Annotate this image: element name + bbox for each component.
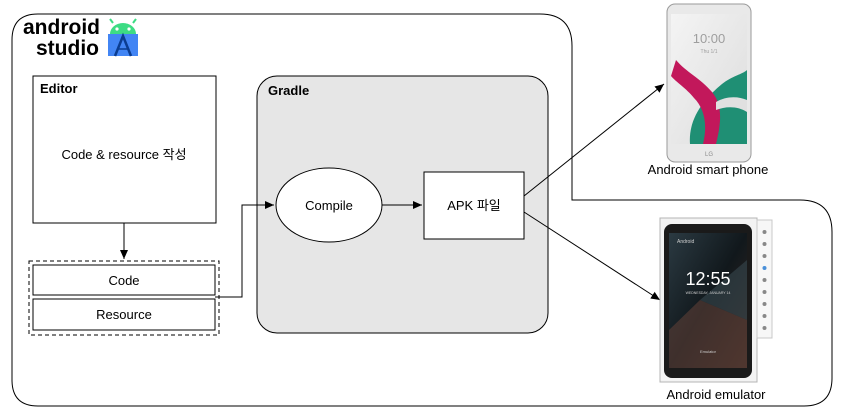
smartphone-image: 10:00 Thu 1/1 LG [666,3,752,163]
arrow-apk-to-phone [523,83,665,197]
emulator-bottom-label: Emulator [700,349,717,354]
android-studio-logo: android studio [23,16,138,60]
phone-clock: 10:00 [693,31,726,46]
arrow-sources-to-compile [215,201,274,298]
emulator-rotate-icon [762,266,767,270]
compile-label: Compile [305,198,353,213]
android-studio-frame [11,13,833,407]
resource-label: Resource [96,307,152,322]
code-label: Code [108,273,139,288]
emulator-power-icon [762,230,767,234]
emulator-home-icon [762,314,767,318]
emulator-clock: 12:55 [685,269,730,289]
emulator-back-icon [762,302,767,306]
emulator-volume-up-icon [762,242,767,246]
arrow-apk-to-emulator [523,211,661,301]
gradle-title: Gradle [268,83,309,98]
apk-box [423,171,525,240]
emulator-top-label: Android [677,239,694,245]
editor-box [32,75,217,224]
emulator-caption: Android emulator [667,387,767,402]
emulator-zoom-icon [762,290,767,294]
code-box [32,264,216,296]
phone-date: Thu 1/1 [701,49,718,55]
android-studio-icon [108,18,138,57]
logo-text-android: android [23,16,100,39]
phone-caption: Android smart phone [648,162,769,177]
phone-brand: LG [705,152,713,158]
emulator-image: Android 12:55 WEDNESDAY, JANUARY 14 Emul… [659,217,773,383]
emulator-camera-icon [762,278,767,282]
emulator-date: WEDNESDAY, JANUARY 14 [686,291,731,295]
emulator-volume-down-icon [762,254,767,258]
editor-title: Editor [40,81,78,96]
editor-body: Code & resource 작성 [61,147,186,162]
apk-label: APK 파일 [447,198,501,213]
sources-group [28,260,220,336]
resource-box [32,298,216,331]
logo-text-studio: studio [36,37,99,60]
emulator-overview-icon [762,326,767,330]
